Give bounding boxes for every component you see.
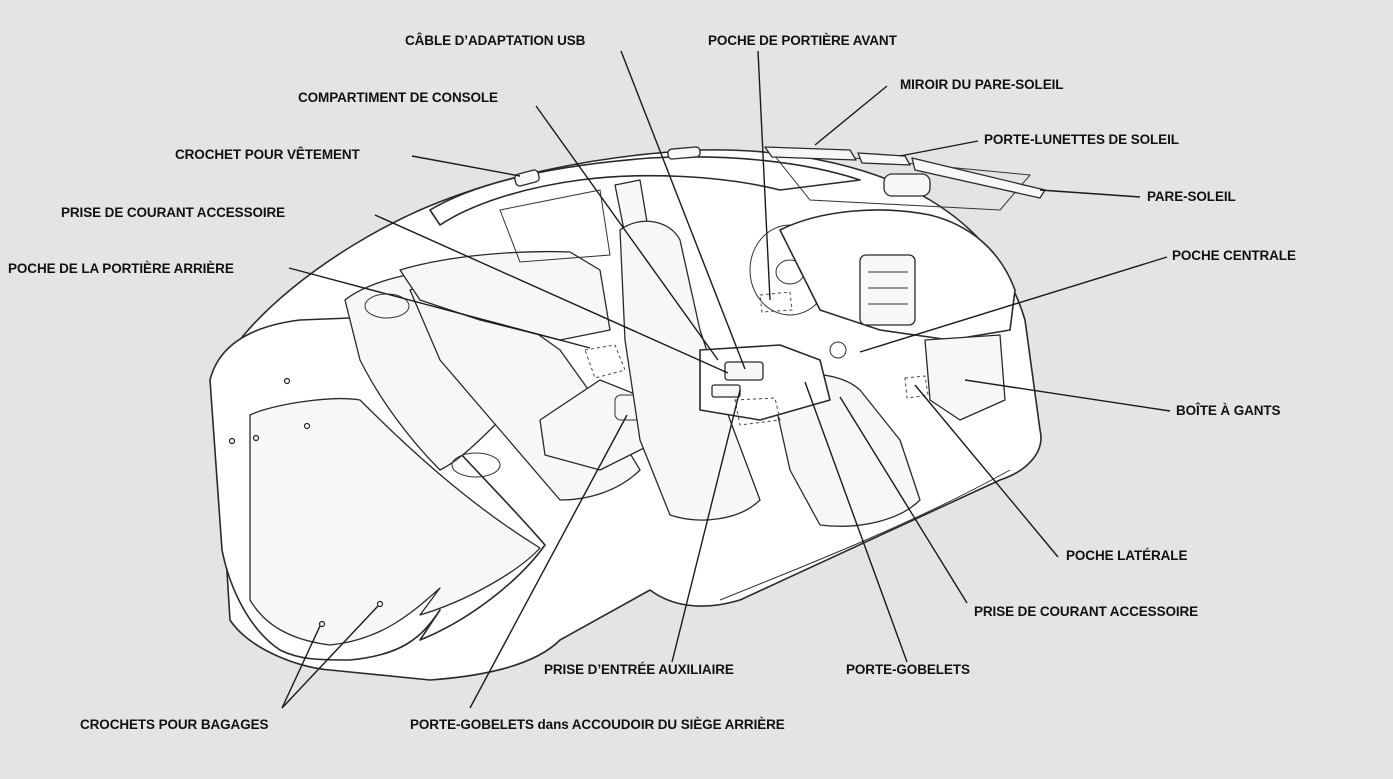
shift-knob [829,341,847,359]
rear-window [499,189,611,263]
leader-luggage-hooks-a [281,625,321,709]
label-accessory-power-outlet-rear: PRISE DE COURANT ACCESSOIRE [61,205,286,220]
label-luggage-hooks: CROCHETS POUR BAGAGES [80,717,269,732]
leader-vanity-mirror [814,85,888,146]
side-pocket-shape [904,375,929,399]
leader-rear-cup-holders [469,414,628,709]
luggage-hook-3 [303,422,311,430]
label-glove-box: BOÎTE À GANTS [1176,403,1281,418]
luggage-hook-5 [318,620,326,628]
label-center-pocket: POCHE CENTRALE [1172,248,1296,263]
rearview-mirror [883,173,931,197]
rear-door-pocket-shape [584,344,626,379]
trunk-inner [249,398,541,646]
leader-luggage-hooks-b [281,605,379,709]
aux-box [711,384,741,398]
leader-center-pocket [859,256,1168,353]
console-dash [734,397,781,426]
leader-aux-jack [671,389,741,663]
label-sun-visor: PARE-SOLEIL [1147,189,1236,204]
leader-rear-door-pocket [288,267,591,349]
leader-console [535,105,719,361]
label-auxiliary-input-jack: PRISE D’ENTRÉE AUXILIAIRE [544,662,734,677]
driver-seat [619,220,761,521]
center-stack [859,254,916,326]
sun-visor-left [764,146,857,161]
label-rear-armrest-cup-holders: PORTE-GOBELETS dans ACCOUDOIR DU SIÈGE A… [410,717,785,732]
label-front-door-pocket: POCHE DE PORTIÈRE AVANT [708,33,897,48]
sun-visor-right [911,157,1046,199]
luggage-hook-4 [228,437,236,445]
label-vanity-mirror: MIROIR DU PARE-SOLEIL [900,77,1064,92]
front-door-line [719,469,1011,601]
label-accessory-power-outlet-front: PRISE DE COURANT ACCESSOIRE [974,604,1199,619]
rear-speaker-right [451,452,501,478]
leader-power-outlet-2 [839,396,968,604]
leader-front-door-pocket [757,50,771,301]
coat-hook-shape [514,169,540,187]
luggage-hook-6 [376,600,384,608]
leader-sunglasses [899,140,979,157]
front-door-pocket-shape [759,291,793,313]
label-sunglasses-holder: PORTE-LUNETTES DE SOLEIL [984,132,1179,147]
rear-door-panel [399,250,611,341]
leader-usb [620,50,746,370]
label-coat-hook: CROCHET POUR VÊTEMENT [175,147,360,162]
label-cup-holders: PORTE-GOBELETS [846,662,970,677]
roof-handle [667,146,701,160]
luggage-hook-2 [252,434,260,442]
label-usb-adapter-cable: CÂBLE D’ADAPTATION USB [405,33,586,48]
leader-side-pocket [914,384,1059,558]
leader-coat-hook [411,155,521,177]
leader-power-outlet-1 [374,214,729,374]
luggage-hook-1 [283,377,291,385]
sunglasses-holder-shape [857,152,911,166]
label-rear-door-pocket: POCHE DE LA PORTIÈRE ARRIÈRE [8,261,234,276]
leader-cup-holders [804,381,908,663]
label-side-pocket: POCHE LATÉRALE [1066,548,1188,563]
glove-box-shape [924,334,1006,421]
leader-glove-box [964,379,1171,412]
leader-sun-visor [1039,189,1141,198]
label-console-compartment: COMPARTIMENT DE CONSOLE [298,90,498,105]
